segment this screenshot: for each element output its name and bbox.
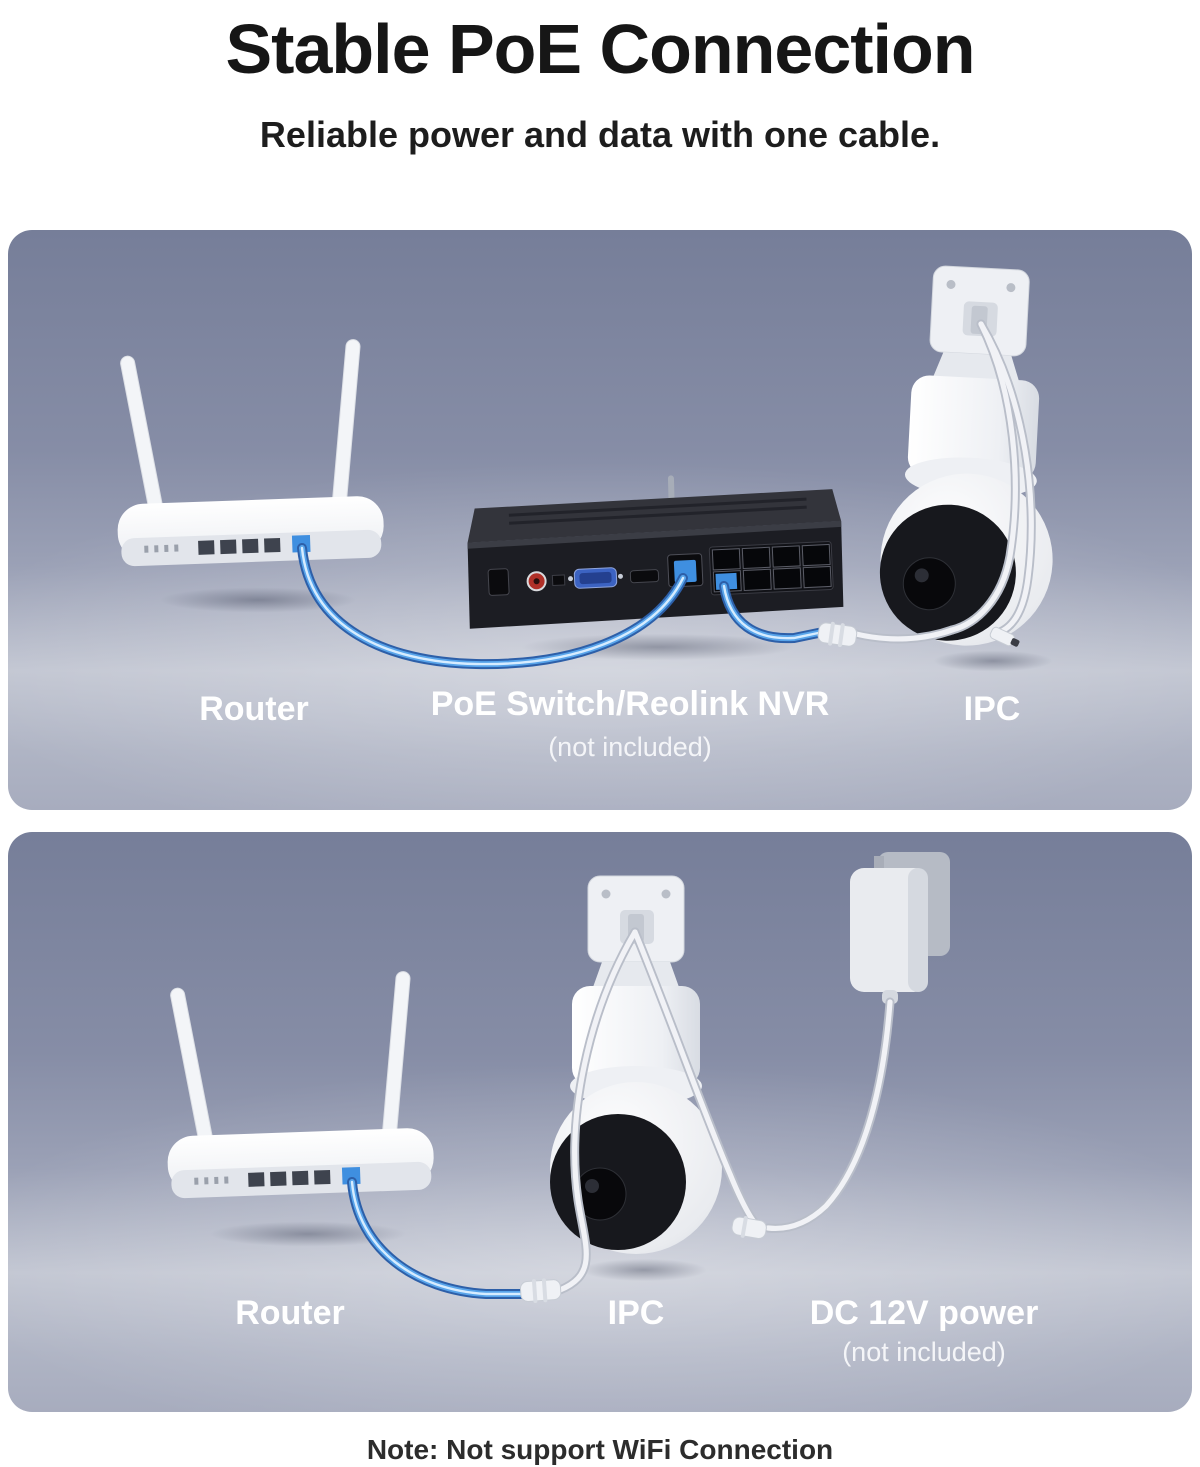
dc-barrel-connector: [731, 1216, 767, 1240]
poe-switch-not-included-note: (not included): [548, 732, 712, 762]
camera-shadow: [908, 646, 1078, 676]
header: Stable PoE Connection Reliable power and…: [0, 0, 1200, 230]
poe-connection-scene: Router PoE Switch/Reolink NVR (not inclu…: [8, 230, 1192, 810]
camera-pigtail-cables: [560, 932, 890, 1290]
page-title: Stable PoE Connection: [225, 10, 975, 88]
camera-illustration: [550, 875, 722, 1254]
waterproof-coupler: [519, 1278, 562, 1303]
ipc-label: IPC: [963, 690, 1021, 728]
dc-power-label: DC 12V power: [809, 1294, 1039, 1332]
dc-cable-overlay: [8, 832, 1192, 1303]
ipc-label: IPC: [607, 1294, 665, 1332]
wifi-not-supported-note: Note: Not support WiFi Connection: [366, 1434, 834, 1465]
ethernet-cable-router-to-nvr: [302, 548, 683, 664]
router-shadow: [118, 582, 398, 618]
ethernet-cable-nvr-to-camera: [724, 586, 823, 638]
router-illustration: [167, 971, 434, 1199]
dc-connection-scene: Router IPC DC 12V power (not included): [8, 832, 1192, 1412]
nvr-power-switch: [487, 568, 510, 596]
page-subtitle: Reliable power and data with one cable.: [259, 113, 941, 155]
router-label: Router: [199, 690, 309, 728]
power-adapter-illustration: [850, 852, 950, 1004]
camera-lens: [902, 557, 956, 611]
router-ethernet-ports: [248, 1166, 361, 1187]
poe-cable-overlay: [8, 230, 1192, 810]
nvr-antenna-stub: [667, 475, 675, 502]
dc-pigtail-connector: [989, 626, 1020, 647]
router-status-leds: [144, 544, 179, 553]
poe-switch-nvr-label: PoE Switch/Reolink NVR: [430, 685, 830, 723]
ethernet-cable-router-to-camera: [352, 1182, 522, 1294]
waterproof-coupler: [817, 621, 858, 648]
nvr-illustration: [467, 475, 844, 629]
router-status-leds: [194, 1176, 229, 1185]
router-illustration: [117, 339, 384, 567]
router-shadow: [168, 1216, 448, 1252]
router-label: Router: [235, 1294, 345, 1332]
dc-power-not-included-note: (not included): [842, 1337, 1006, 1367]
camera-pigtail-cables: [856, 324, 1031, 639]
nvr-hdmi-port: [629, 569, 660, 584]
nvr-usb-port: [551, 574, 566, 587]
